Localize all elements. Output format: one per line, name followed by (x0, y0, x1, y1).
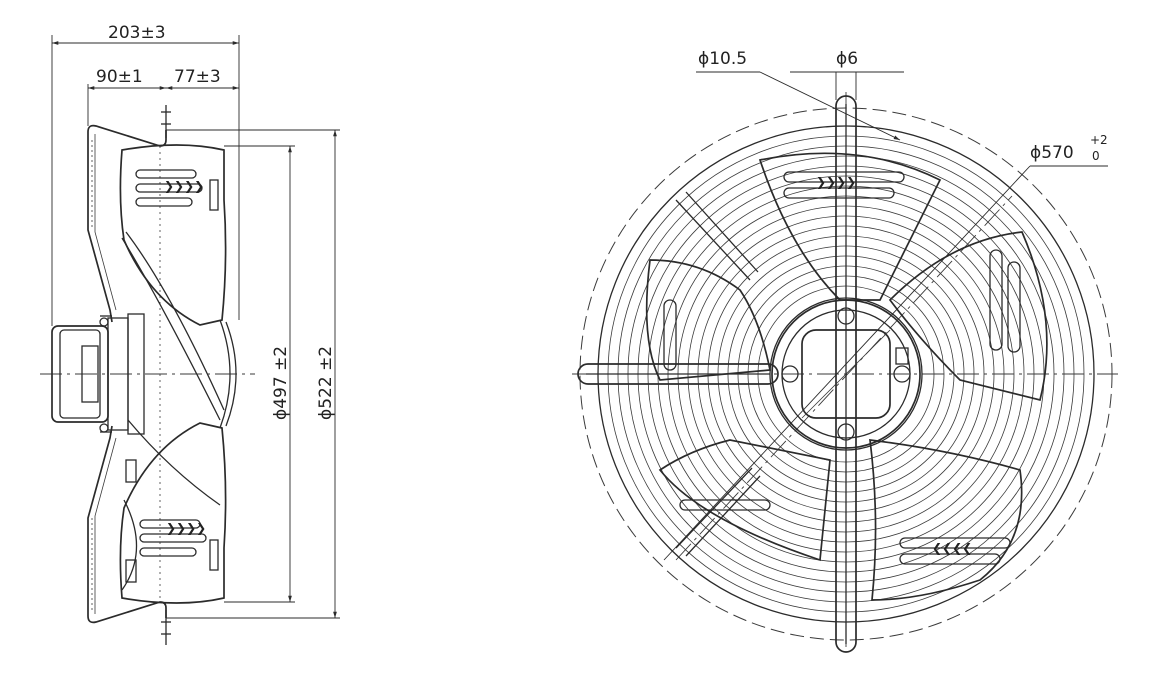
dim-overall-depth: 203±3 (108, 23, 166, 43)
dim-slot: ϕ6 (836, 49, 858, 69)
dim-blade-diameter: ϕ497 ±2 (271, 346, 291, 420)
dim-mount-tol-upper: +2 (1090, 133, 1108, 147)
svg-text:❯❯❯❯: ❯❯❯❯ (164, 179, 204, 193)
blades-side: ❯❯❯❯ ❯❯❯❯ (119, 144, 227, 604)
dim-mount-diameter: ϕ570 (1030, 143, 1074, 163)
hub-front (771, 299, 921, 449)
guard-side-profile (87, 105, 171, 645)
dim-guard-depth: 90±1 (96, 67, 143, 87)
svg-text:❮❮❮❮: ❮❮❮❮ (932, 541, 972, 555)
front-view: ❯❯❯❯ ❮❮❮❮ ϕ10.5 ϕ6 ϕ570 (572, 49, 1118, 653)
svg-text:❯❯❯❯: ❯❯❯❯ (816, 175, 856, 189)
svg-text:❯❯❯❯: ❯❯❯❯ (166, 521, 206, 535)
motor-side (51, 313, 237, 435)
dim-guard-diameter: ϕ522 ±2 (316, 346, 336, 420)
side-view: ❯❯❯❯ ❯❯❯❯ 203±3 90±1 77±3 (40, 23, 340, 645)
front-dimensions: ϕ10.5 ϕ6 ϕ570 +2 0 (663, 49, 1108, 561)
dim-hole: ϕ10.5 (698, 49, 747, 69)
dim-mount-tol-lower: 0 (1092, 149, 1100, 163)
dim-motor-depth: 77±3 (174, 67, 221, 87)
side-dimensions: 203±3 90±1 77±3 ϕ497 ±2 ϕ522 ±2 (51, 23, 340, 619)
blades-front: ❯❯❯❯ ❮❮❮❮ (645, 152, 1048, 601)
